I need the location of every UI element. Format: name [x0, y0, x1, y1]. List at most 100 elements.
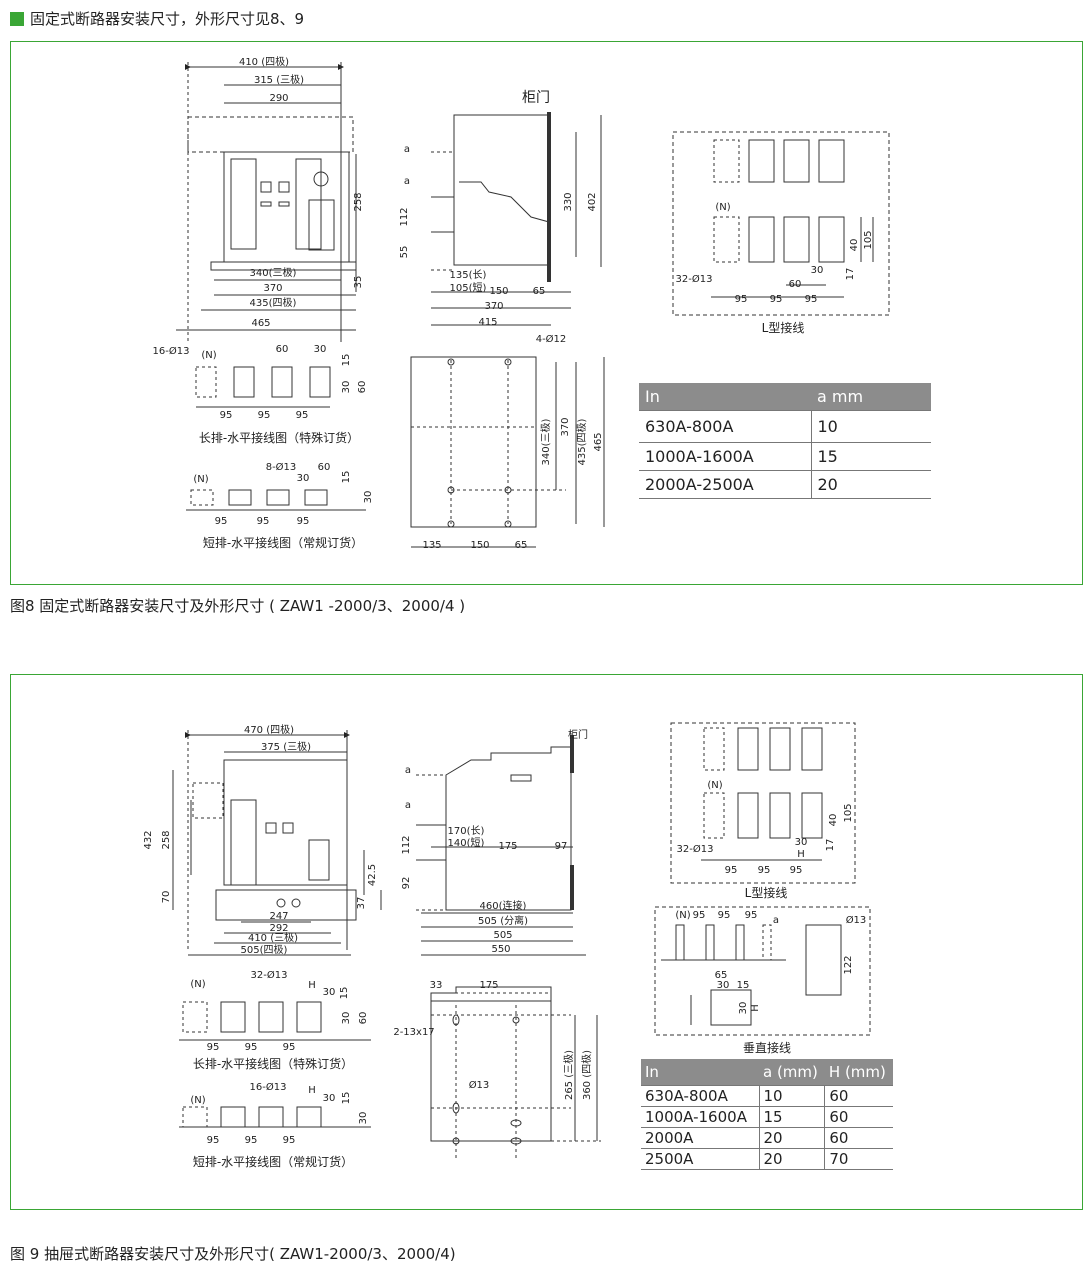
fig8-front-d258: 258: [353, 192, 364, 211]
fig9-drawing: 470 (四极) 375 (三极) 432 258 70 42.5 37 247…: [143, 722, 871, 1169]
fig9-long-n: (N): [190, 979, 205, 990]
fig8-lwire-hole: 32-Ø13: [676, 273, 713, 285]
fig9-lwire-n: (N): [707, 780, 722, 791]
fig9-front-d410: 410 (三极): [248, 931, 298, 944]
fig9-lwire-h: H: [797, 849, 805, 860]
fig9-side-d92: 92: [401, 877, 412, 890]
fig8-long-view: [195, 366, 331, 408]
fig8-side-a2: a: [404, 176, 410, 187]
fig9-front-d470: 470 (四极): [244, 723, 294, 736]
fig8-long-d15: 15: [341, 354, 352, 367]
fig8-side-d55: 55: [399, 246, 410, 259]
fig9-vwire-h: H: [750, 1004, 761, 1012]
fig9-side-d460: 460(连接): [480, 899, 527, 912]
fig8-short-d95b: 95: [257, 516, 270, 527]
fig9-vwire-hole: Ø13: [846, 914, 867, 926]
fig9-lwire-d30: 30: [795, 837, 808, 848]
fig9-side-d550: 550: [491, 944, 510, 955]
fig9-lwire-view: [670, 722, 856, 884]
fig8-side-d105: 105(短): [450, 281, 487, 294]
fig9-vwire-view: [654, 906, 871, 1036]
fig9-short-title: 短排-水平接线图（常规订货）: [193, 1154, 353, 1169]
fig9-front-view: [172, 730, 382, 956]
fig9-front-d292: 292: [269, 923, 288, 934]
fig9-side-d170: 170(长): [448, 825, 485, 837]
fig9-lwire-d105: 105: [843, 803, 854, 822]
fig9-front-d247: 247: [269, 911, 288, 922]
fig9-lwire-d17: 17: [825, 839, 836, 852]
fig9-side-d175: 175: [498, 841, 517, 852]
fig9-short-d95b: 95: [245, 1135, 258, 1146]
fig8-mount-d135: 135: [422, 540, 441, 551]
fig8-lwire-n: (N): [715, 202, 730, 213]
fig9-side-view: [416, 735, 586, 956]
fig8-mount-d465: 465: [593, 432, 604, 451]
fig9-table-cell: 60: [824, 1106, 893, 1128]
fig8-lwire-d40: 40: [849, 239, 860, 252]
fig9-table-cell: 20: [758, 1127, 825, 1149]
fig8-lwire-d95c: 95: [805, 294, 818, 305]
fig9-vwire-d122: 122: [843, 955, 854, 974]
fig8-lwire-d17: 17: [845, 268, 856, 281]
fig8-table-cell: 2000A-2500A: [639, 470, 811, 499]
fig9-table-cell: 60: [824, 1085, 893, 1107]
fig8-side-d370: 370: [484, 301, 503, 312]
fig8-mount-hole: 4-Ø12: [536, 333, 567, 345]
fig9-side-door: 柜门: [568, 728, 588, 741]
fig8-long-d30v: 30: [341, 381, 352, 394]
fig9-side-d140: 140(短): [448, 836, 485, 849]
fig8-side-d415: 415: [478, 317, 497, 328]
fig9-current-table: In a (mm) H (mm) 630A-800A 10 60 1000A-1…: [641, 1059, 893, 1170]
fig9-caption: 图 9 抽屉式断路器安装尺寸及外形尺寸( ZAW1-2000/3、2000/4): [10, 1245, 456, 1263]
fig9-vwire-d95c: 95: [745, 910, 758, 921]
fig8-mount-d340: 340(三极): [539, 418, 552, 465]
fig8-table-cell: 10: [810, 410, 931, 443]
fig9-side-a1: a: [405, 765, 411, 776]
fig9-short-hole: 16-Ø13: [250, 1081, 287, 1093]
fig8-side-door: 柜门: [522, 90, 550, 106]
fig9-front-d375: 375 (三极): [261, 740, 311, 753]
fig8-table-cell: 20: [810, 470, 931, 499]
fig9-mount-d265: 265 (三极): [562, 1050, 575, 1100]
fig8-table-cell: 630A-800A: [639, 410, 811, 443]
fig9-table-cell: 70: [824, 1148, 893, 1170]
fig9-mount-slot: 2-13x17: [393, 1027, 434, 1038]
fig8-long-d95b: 95: [258, 410, 271, 421]
fig8-short-d95c: 95: [297, 516, 310, 527]
fig9-vwire-title: 垂直接线: [743, 1040, 791, 1055]
fig9-front-d70: 70: [161, 891, 172, 904]
fig8-front-d435: 435(四极): [250, 296, 297, 309]
fig8-mount-d370: 370: [560, 417, 571, 436]
fig8-long-d30: 30: [314, 344, 327, 355]
fig9-lwire-d95b: 95: [758, 865, 771, 876]
fig8-side-d135: 135(长): [450, 269, 487, 281]
fig9-front-d258: 258: [161, 830, 172, 849]
fig9-short-d95a: 95: [207, 1135, 220, 1146]
fig9-short-d30v: 30: [358, 1112, 369, 1125]
fig9-side-d505: 505 (分离): [478, 914, 528, 927]
fig8-mount-view: [410, 356, 605, 548]
section-header: 固定式断路器安装尺寸，外形尺寸见8、9: [10, 8, 304, 29]
fig8-short-n: (N): [193, 474, 208, 485]
section-header-text: 固定式断路器安装尺寸，外形尺寸见8、9: [30, 10, 305, 28]
fig8-front-view: [176, 62, 357, 342]
fig9-long-d30: 30: [323, 987, 336, 998]
fig8-table-header: In: [639, 383, 811, 411]
fig9-lwire-d95a: 95: [725, 865, 738, 876]
fig9-side-d112: 112: [401, 835, 412, 854]
fig8-front-d290: 290: [269, 93, 288, 104]
fig9-short-d15: 15: [341, 1092, 352, 1105]
fig8-lwire-view: [672, 131, 890, 316]
fig8-drawing: 410 (四极) 315 (三极) 290 258 35 340(三极) 370…: [153, 55, 890, 551]
fig8-mount-d65: 65: [515, 540, 528, 551]
fig9-vwire-d30v: 30: [738, 1002, 749, 1015]
fig9-long-title: 长排-水平接线图（特殊订货）: [193, 1056, 353, 1071]
fig9-lwire-title: L型接线: [745, 885, 788, 900]
fig8-lwire-d95a: 95: [735, 294, 748, 305]
fig8-long-d60v: 60: [357, 381, 368, 394]
fig8-short-title: 短排-水平接线图（常规订货）: [203, 535, 363, 550]
fig8-side-d112: 112: [399, 207, 410, 226]
fig9-panel: 470 (四极) 375 (三极) 432 258 70 42.5 37 247…: [10, 674, 1083, 1210]
fig8-side-d65: 65: [533, 286, 546, 297]
fig8-front-d465: 465: [251, 318, 270, 329]
